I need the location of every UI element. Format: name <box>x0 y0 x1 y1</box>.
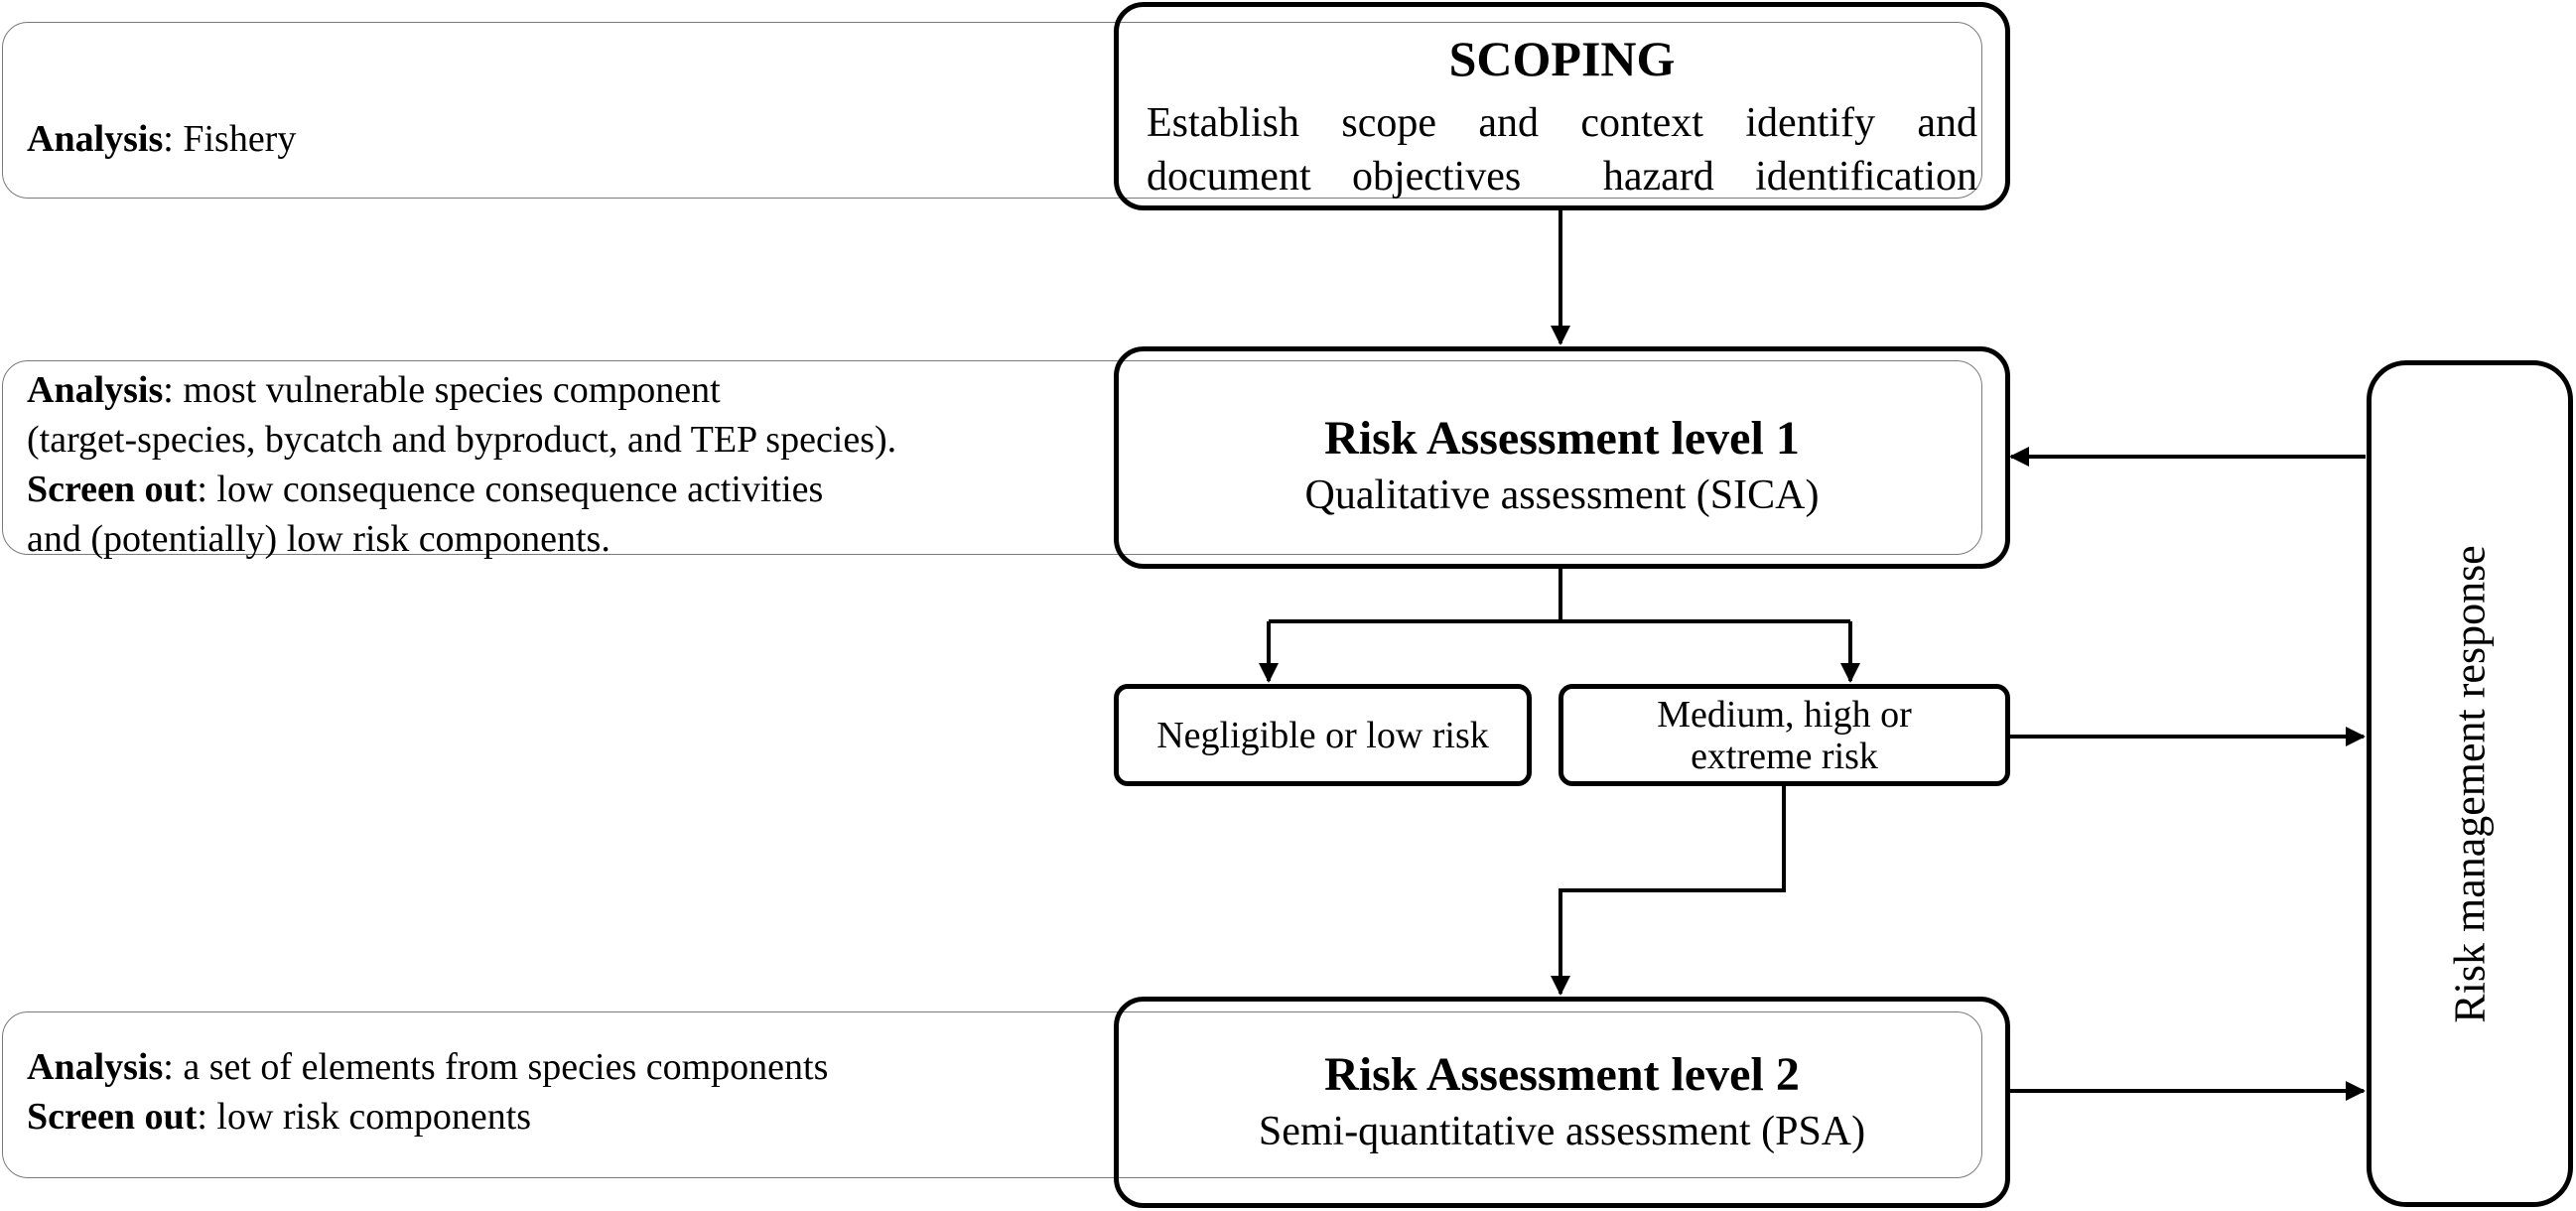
screen-out-detail: and (potentially) low risk components. <box>27 518 610 560</box>
analysis-label: Analysis <box>27 118 164 160</box>
analysis-label: Analysis <box>27 1046 164 1088</box>
level1-subtitle: Qualitative assessment (SICA) <box>1304 472 1820 518</box>
high-risk-label-line-1: Medium, high or <box>1657 693 1912 736</box>
note-level2-analysis: Analysis: a set of elements from species… <box>2 1011 1982 1178</box>
risk-assessment-level2-box: Risk Assessment level 2 Semi-quantitativ… <box>1114 997 2010 1208</box>
screen-out-label: Screen out <box>27 1096 198 1138</box>
screen-out-value: : low consequence consequence activities <box>197 469 824 510</box>
note-level2-text: Analysis: a set of elements from species… <box>27 1042 828 1142</box>
screen-out-label: Screen out <box>27 469 198 510</box>
arrow-high-risk-to-level2 <box>1551 786 1786 996</box>
note-scoping-analysis: Analysis: Fishery <box>2 22 1982 199</box>
level2-title: Risk Assessment level 2 <box>1324 1048 1800 1101</box>
high-risk-label-line-2: extreme risk <box>1691 735 1878 777</box>
risk-management-response-label: Risk management response <box>2445 544 2495 1023</box>
risk-management-response-box: Risk management response <box>2367 360 2573 1207</box>
medium-high-extreme-risk-box: Medium, high or extreme risk <box>1559 684 2010 786</box>
scoping-line-1: Establish scope and context identify and <box>1147 100 1977 146</box>
analysis-label: Analysis <box>27 369 164 411</box>
analysis-value: : a set of elements from species compone… <box>163 1046 829 1088</box>
analysis-detail: (target-species, bycatch and byproduct, … <box>27 419 897 461</box>
analysis-value: : most vulnerable species component <box>163 369 721 411</box>
level1-title: Risk Assessment level 1 <box>1324 412 1800 465</box>
scoping-box: SCOPING Establish scope and context iden… <box>1114 2 2010 210</box>
negligible-low-risk-box: Negligible or low risk <box>1114 684 1532 786</box>
risk-assessment-level1-box: Risk Assessment level 1 Qualitative asse… <box>1114 346 2010 569</box>
negligible-low-risk-label: Negligible or low risk <box>1156 714 1489 756</box>
scoping-description: Establish scope and context identify and… <box>1147 96 1977 203</box>
screen-out-value: : low risk components <box>197 1096 532 1138</box>
scoping-title: SCOPING <box>1448 31 1676 86</box>
note-level1-text: Analysis: most vulnerable species compon… <box>27 365 896 564</box>
scoping-line-2: document objectives hazard identificatio… <box>1147 154 1977 200</box>
analysis-value: : Fishery <box>163 118 297 160</box>
note-level1-analysis: Analysis: most vulnerable species compon… <box>2 360 1982 560</box>
note-scoping-text: Analysis: Fishery <box>27 114 296 164</box>
level2-subtitle: Semi-quantitative assessment (PSA) <box>1258 1109 1866 1154</box>
